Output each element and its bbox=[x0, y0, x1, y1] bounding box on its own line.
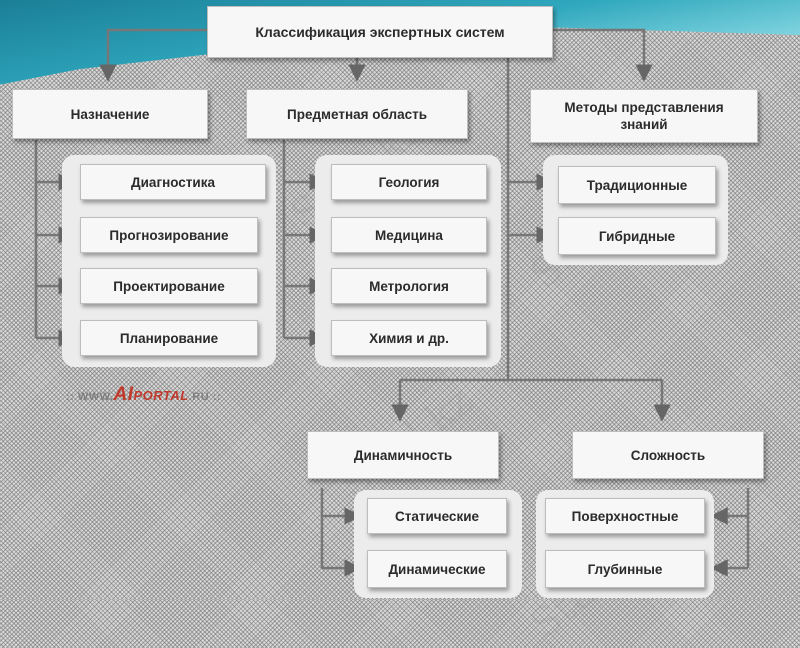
aiportal-logo: :: WWW.AIPORTAL.RU :: bbox=[66, 384, 266, 405]
purpose-item: Диагностика bbox=[80, 164, 266, 200]
complexity-item: Поверхностные bbox=[545, 498, 705, 534]
root-node: Классификация экспертных систем bbox=[207, 6, 553, 58]
domain-item: Медицина bbox=[331, 217, 487, 253]
category-domain: Предметная область bbox=[246, 89, 468, 139]
methods-item: Гибридные bbox=[558, 217, 716, 255]
methods-item: Традиционные bbox=[558, 166, 716, 204]
category-dynamics: Динамичность bbox=[307, 431, 499, 479]
dynamics-item: Статические bbox=[367, 498, 507, 534]
purpose-item: Прогнозирование bbox=[80, 217, 258, 253]
domain-item: Метрология bbox=[331, 268, 487, 304]
domain-item: Геология bbox=[331, 164, 487, 200]
category-complexity: Сложность bbox=[572, 431, 764, 479]
logo-suffix: .RU :: bbox=[188, 391, 222, 403]
logo-portal: PORTAL bbox=[133, 388, 189, 403]
dynamics-item: Динамические bbox=[367, 550, 507, 588]
purpose-item: Планирование bbox=[80, 320, 258, 356]
domain-item: Химия и др. bbox=[331, 320, 487, 356]
complexity-item: Глубинные bbox=[545, 550, 705, 588]
logo-ai: AI bbox=[113, 384, 134, 405]
category-purpose: Назначение bbox=[12, 89, 208, 139]
category-methods: Методы представления знаний bbox=[530, 89, 758, 143]
logo-prefix: :: WWW. bbox=[66, 391, 114, 403]
purpose-item: Проектирование bbox=[80, 268, 258, 304]
